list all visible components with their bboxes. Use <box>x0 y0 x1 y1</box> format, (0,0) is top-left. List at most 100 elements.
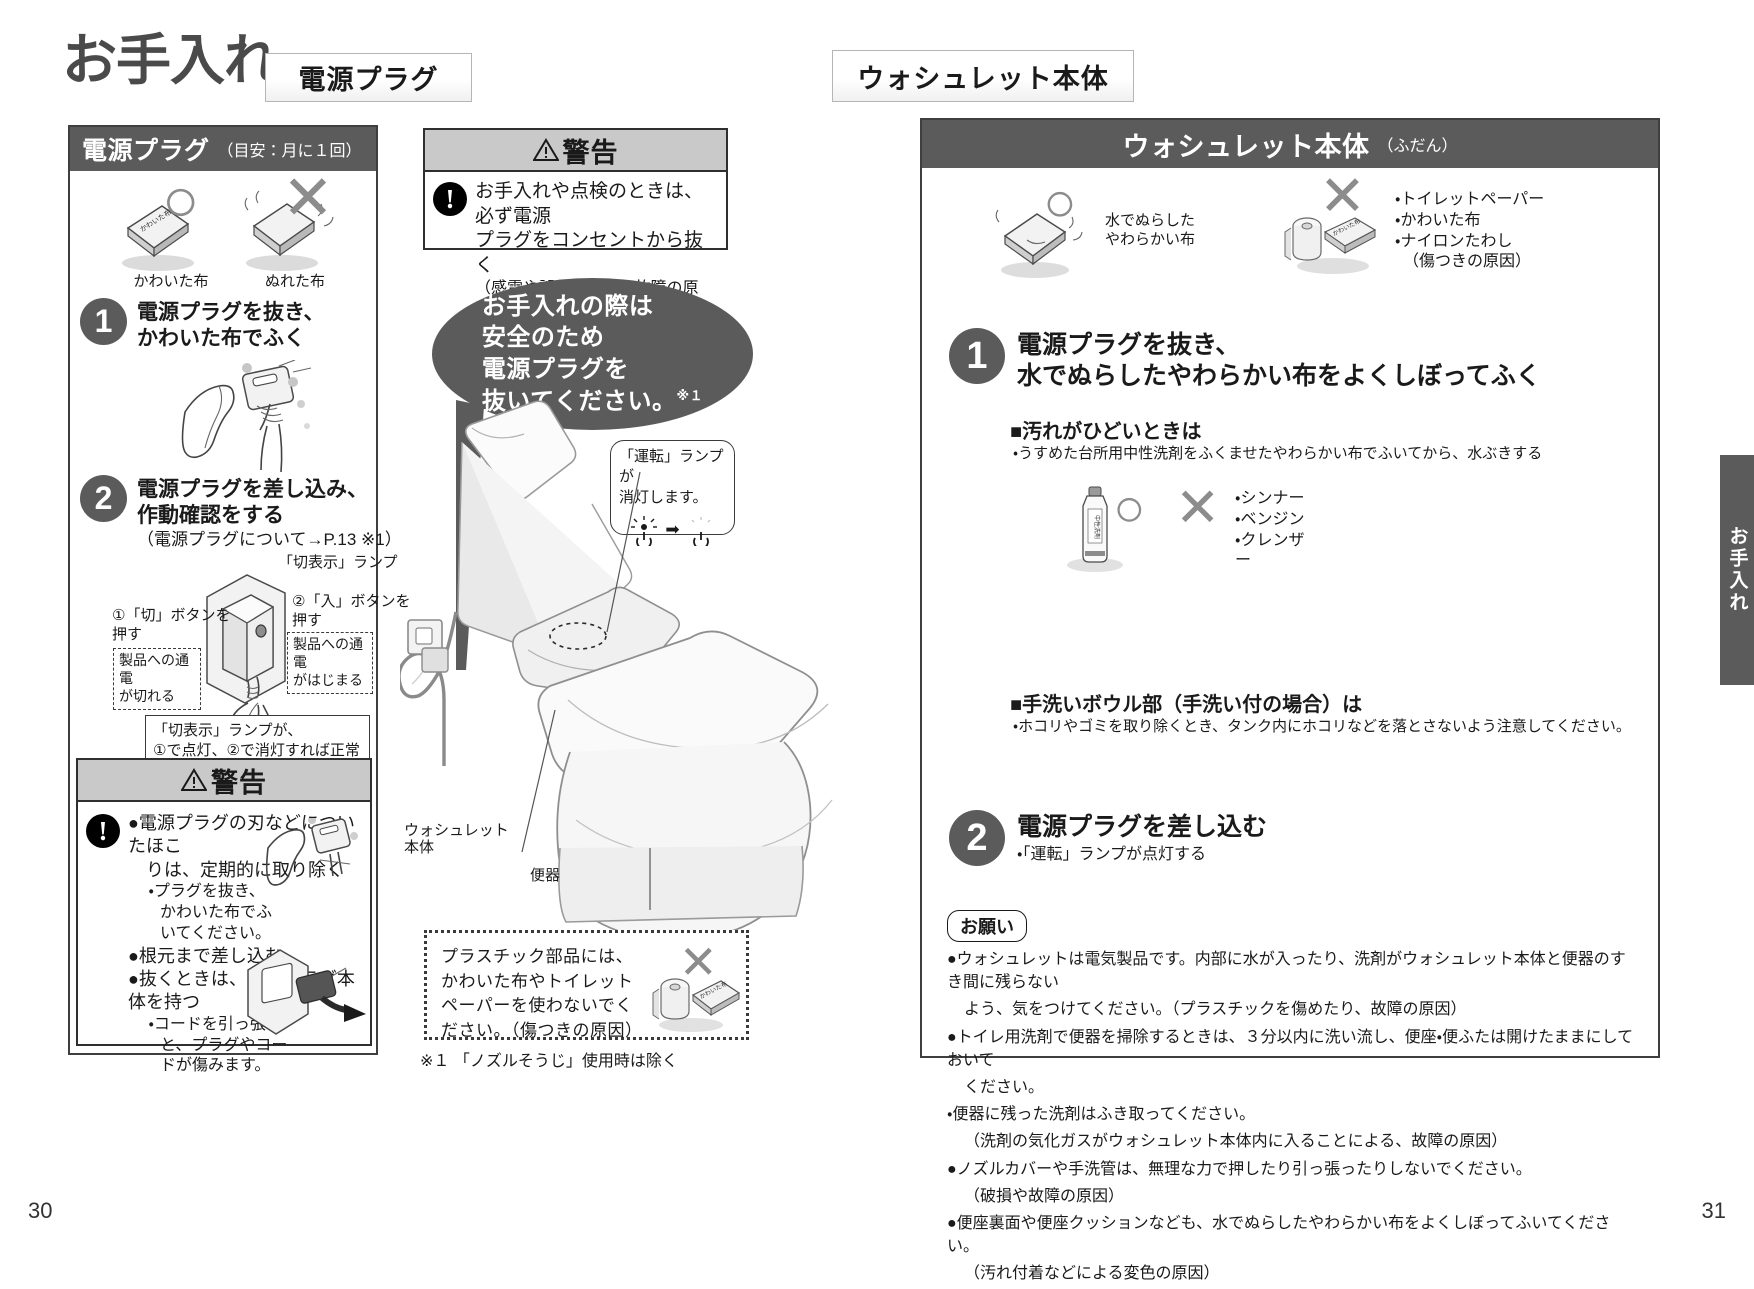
lamp-on-icon <box>631 515 658 546</box>
step-1-washlet: 1 電源プラグを抜き、 水でぬらしたやわらかい布をよくしぼってふく <box>949 328 1541 391</box>
note-heavy-dirt: ・うすめた台所用中性洗剤をふくませたやわらかい布でふいてから、水ぶきする <box>1013 445 1543 462</box>
toilet-paper-and-cloth-icon: かわいた布 <box>652 978 741 1032</box>
wall-outlet-illustration <box>206 574 286 744</box>
exclamation-icon-top: ! <box>433 182 467 216</box>
note-handwash-bowl: ・ホコリやゴミを取り除くとき、タンク内にホコリなどを落とさないよう注意してくださ… <box>1013 718 1631 735</box>
heading-heavy-dirt: ■汚れがひどいときは <box>1010 421 1202 443</box>
plastic-parts-note: プラスチック部品には、 かわいた布やトイレット ペーパーを使わないでく ださい。… <box>424 930 749 1040</box>
outlet-pull-cord-icon <box>247 949 366 1035</box>
cross-ng-icon: ✕ <box>282 164 334 233</box>
circle-ok-icon-right: ○ <box>1043 170 1077 233</box>
onegai-item-1: よう、気をつけてください。（プラスチックを傷めたり、故障の原因） <box>964 1001 1467 1019</box>
step-2-text: 電源プラグを差し込み、 作動確認をする （電源プラグについて→P.13 ※1） <box>137 475 402 551</box>
off-lamp-label: 「切表示」ランプ <box>278 554 398 571</box>
damp-cloth-label-line-1: 水でぬらした <box>1105 212 1196 229</box>
footnote-1: ※１ 「ノズルそうじ」使用時は除く <box>420 1053 678 1070</box>
warning-triangle-icon-top <box>532 138 559 161</box>
on-button-label-line-2: 押す <box>292 612 323 630</box>
step-1-washlet-number: 1 <box>949 328 1005 384</box>
onegai-item-9: （汚れ付着などによる変色の原因） <box>964 1265 1220 1283</box>
warn-item-5: ●根元まで差し込む <box>128 945 283 966</box>
washlet-body-panel-subtitle: （ふだん） <box>1377 138 1458 155</box>
warn-item-4: いてください。 <box>128 924 272 942</box>
power-off-dash-note: 製品への通電 が切れる <box>113 648 201 710</box>
soft-damp-cloth-icon <box>995 209 1083 278</box>
page-title: お手入れ <box>62 29 279 91</box>
warn-item-2: ・プラグを抜き、 <box>128 883 265 901</box>
step-1-number: 1 <box>80 298 127 345</box>
forbidden-items-illustration: ✕ かわいた布 <box>1277 168 1397 284</box>
svg-text:中性洗剤: 中性洗剤 <box>1093 515 1101 539</box>
speech-bubble-text: お手入れの際は 安全のため 電源プラグを 抜いてください。※１ <box>482 291 703 418</box>
warning-box-top: 警告 ! お手入れや点検のときは、必ず電源 プラグをコンセントから抜く （感電や… <box>423 128 728 318</box>
detergent-illustration: 中性洗剤 ○ ✕ ・シンナー ・ベンジン ・クレンザー <box>1059 481 1319 575</box>
warning-box-bottom-text: ●電源プラグの刃などについたほこ りは、定期的に取り除く ・プラグを抜き、 かわ… <box>128 812 360 1077</box>
circle-ok-icon-detergent: ○ <box>1113 478 1146 538</box>
off-button-label: ①「切」ボタンを 押す <box>112 606 230 644</box>
paper-and-cloth-ng-icon: かわいた布 <box>1284 217 1377 274</box>
power-off-dash-line-1: 製品への通電 <box>119 652 189 686</box>
plastic-parts-illustration: ✕ かわいた布 <box>645 939 745 1037</box>
onegai-badge: お願い <box>947 910 1027 942</box>
wipe-plug-illustration <box>181 360 312 473</box>
warn-item-0: ●電源プラグの刃などについたほこ <box>128 813 355 857</box>
onegai-list: ●ウォシュレットは電気製品です。内部に水が入ったり、洗剤がウォシュレット本体と便… <box>947 948 1637 1285</box>
warning-box-bottom: 警告 ! ●電源プラグの刃などについたほこ りは、定期的に取り除く ・プラグを抜… <box>76 758 372 1074</box>
off-button-label-line-1: ①「切」ボタンを <box>112 607 231 624</box>
operation-lamp-line-2: 消灯します。 <box>619 488 708 506</box>
heading-handwash-bowl: ■手洗いボウル部（手洗い付の場合）は <box>1010 694 1363 716</box>
warning-box-bottom-title: 警告 <box>211 767 267 798</box>
page-number-left: 30 <box>28 1198 53 1223</box>
step-2-washlet-note: ・「運転」ランプが点灯する <box>1017 845 1206 863</box>
right-page: ウォシュレット本体 ウォシュレット本体 （ふだん） ○ 水でぬらした やわらかい… <box>832 0 1754 1282</box>
solvent-item-1: ・ベンジン <box>1235 510 1305 528</box>
damp-cloth-label-line-2: やわらかい布 <box>1105 230 1196 248</box>
lamp-off-glyph <box>691 516 711 546</box>
step-1-line-2: かわいた布でふく <box>137 326 305 350</box>
page-number-right: 31 <box>1701 1198 1726 1223</box>
bubble-line-2: 安全のため <box>481 324 605 352</box>
power-off-dash-line-2: が切れる <box>119 687 175 704</box>
bubble-line-1: お手入れの際は <box>481 292 654 320</box>
solvent-item-2: ・クレンザー <box>1235 531 1305 570</box>
ng-cloth-label: ぬれた布 <box>264 273 325 290</box>
forbidden-item-1: ・かわいた布 <box>1395 211 1481 229</box>
plastic-parts-text: プラスチック部品には、 かわいた布やトイレット ペーパーを使わないでく ださい。… <box>441 945 643 1044</box>
washlet-body-panel-header: ウォシュレット本体 （ふだん） <box>922 120 1658 168</box>
step-1-text: 電源プラグを抜き、 かわいた布でふく <box>137 298 325 351</box>
bubble-footnote-ref: ※１ <box>676 387 704 403</box>
onegai-item-2: ●トイレ用洗剤で便器を掃除するときは、３分以内に洗い流し、便座・便ふたは開けたま… <box>947 1028 1634 1069</box>
onegai-item-6: ●ノズルカバーや手洗管は、無理な力で押したり引っ張ったりしないでください。 <box>947 1160 1532 1178</box>
cross-ng-icon-plastic: ✕ <box>679 936 718 988</box>
plastic-note-line-3: ペーパーを使わないでく <box>441 996 633 1016</box>
plastic-note-line-4: ださい。（傷つきの原因） <box>441 1020 643 1040</box>
left-page: お手入れ 電源プラグ 電源プラグ （目安：月に１回） ○ かわいた布 ✕ <box>0 0 877 1240</box>
power-on-dash-note: 製品への通電 がはじまる <box>287 632 373 694</box>
washlet-toilet-illustration <box>400 400 833 942</box>
step-2-washlet: 2 電源プラグを差し込む ・「運転」ランプが点灯する <box>949 810 1267 866</box>
operation-lamp-line-1: 「運転」ランプが <box>619 448 724 486</box>
washlet-body-label-line-1: ウォシュレット <box>404 822 509 839</box>
wet-cloth-icon <box>244 190 334 271</box>
warning-box-top-header: 警告 <box>425 130 726 172</box>
step-2-washlet-text: 電源プラグを差し込む ・「運転」ランプが点灯する <box>1017 810 1267 864</box>
step-2-line-2: 作動確認をする <box>137 503 284 527</box>
side-tab-maintenance: お手入れ <box>1720 455 1754 685</box>
onegai-item-4: ・便器に残った洗剤はふき取ってください。 <box>947 1106 1256 1124</box>
forbidden-items-list: ・トイレットペーパー ・かわいた布 ・ナイロンたわし （傷つきの原因） <box>1395 190 1544 273</box>
warning-box-bottom-header: 警告 <box>78 760 370 802</box>
warning-triangle-icon <box>181 768 207 791</box>
warn-item-3: かわいた布でふ <box>128 903 273 921</box>
arrow-right-icon: ➡ <box>665 520 680 540</box>
onegai-item-7: （破損や故障の原因） <box>964 1187 1125 1205</box>
power-on-dash-line-1: 製品への通電 <box>293 636 363 670</box>
power-plug-panel-subtitle: （目安：月に１回） <box>217 143 362 160</box>
warning-box-bottom-body: ! ●電源プラグの刃などについたほこ りは、定期的に取り除く ・プラグを抜き、 … <box>78 802 370 1085</box>
forbidden-item-3: （傷つきの原因） <box>1395 253 1532 271</box>
warning-top-line-2: プラグをコンセントから抜く <box>475 230 704 277</box>
plastic-note-line-2: かわいた布やトイレット <box>441 971 634 991</box>
step-1-washlet-text: 電源プラグを抜き、 水でぬらしたやわらかい布をよくしぼってふく <box>1017 328 1541 391</box>
on-button-label: ②「入」ボタンを 押す <box>292 592 410 630</box>
lamp-state-icons: ➡ <box>619 515 726 546</box>
forbidden-item-2: ・ナイロンたわし <box>1395 232 1513 250</box>
